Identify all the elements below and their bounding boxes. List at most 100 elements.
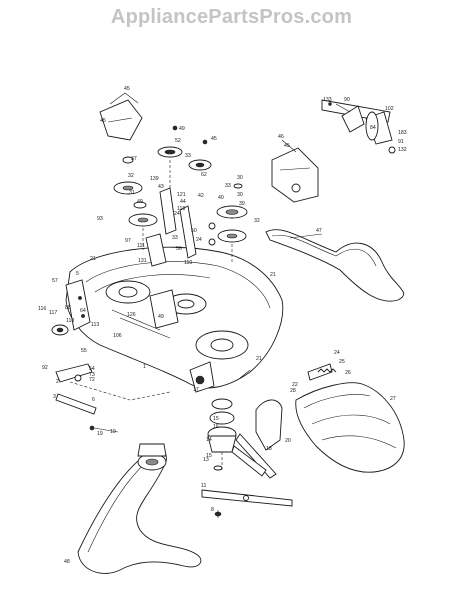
callout-52: 52 — [175, 138, 181, 144]
callout-62: 62 — [201, 172, 207, 178]
callout-91: 91 — [398, 139, 404, 145]
callout-19: 19 — [97, 431, 103, 437]
callout-18: 18 — [266, 446, 272, 452]
callout-46: 46 — [278, 134, 284, 140]
center-pulley-stack — [145, 125, 212, 267]
callout-15: 15 — [206, 453, 212, 459]
callout-32: 32 — [254, 218, 260, 224]
watermark: AppliancePartsPros.com — [110, 6, 353, 28]
callout-47: 47 — [316, 228, 322, 234]
callout-45: 45 — [284, 143, 290, 149]
callout-24: 24 — [196, 237, 202, 243]
callout-121: 121 — [177, 192, 186, 198]
blade-spindle-housing — [207, 398, 237, 472]
callout-54: 54 — [89, 366, 95, 372]
callout-24: 24 — [174, 211, 180, 217]
callout-116: 116 — [38, 306, 46, 312]
callout-13: 13 — [203, 457, 209, 463]
callout-45: 45 — [124, 86, 130, 92]
callout-113: 113 — [91, 322, 99, 328]
left-spindle-stack — [99, 99, 158, 250]
callout-45: 45 — [211, 136, 217, 142]
callout-43: 43 — [158, 184, 164, 190]
callout-20: 20 — [285, 438, 291, 444]
deck-side-bracket — [65, 279, 91, 331]
callout-126: 126 — [127, 312, 136, 318]
callout-31: 31 — [129, 190, 135, 196]
callout-24: 24 — [334, 350, 340, 356]
callout-183: 183 — [398, 130, 407, 136]
pump-belt-assembly — [77, 443, 202, 574]
callout-30: 30 — [237, 192, 243, 198]
callout-14: 14 — [206, 437, 212, 443]
chute-spring — [317, 368, 337, 373]
deck-drive-belt — [265, 229, 405, 302]
leader-lines — [109, 92, 351, 379]
callout-55: 55 — [81, 348, 87, 354]
callout-40: 40 — [218, 195, 224, 201]
callout-3: 3 — [53, 394, 56, 400]
callout-21: 21 — [256, 356, 262, 362]
callout-39: 39 — [239, 201, 245, 207]
callout-26: 26 — [345, 370, 351, 376]
callout-106: 106 — [113, 333, 122, 339]
callout-45: 45 — [100, 118, 106, 124]
callout-33: 33 — [185, 153, 191, 159]
callout-117: 117 — [49, 310, 57, 316]
callout-49: 49 — [137, 199, 143, 205]
callout-57: 57 — [52, 278, 58, 284]
callout-1: 1 — [143, 364, 146, 370]
callout-42: 42 — [198, 193, 204, 199]
callout-73: 73 — [89, 372, 95, 378]
callout-27: 27 — [390, 396, 396, 402]
mower-blade — [201, 489, 293, 518]
callout-90: 90 — [344, 97, 350, 103]
callout-118: 118 — [66, 318, 74, 324]
belt-cover-right — [271, 147, 319, 203]
callout-49: 49 — [179, 126, 185, 132]
callout-25: 25 — [339, 359, 345, 365]
callout-72: 72 — [89, 377, 95, 383]
callout-56: 56 — [176, 246, 182, 252]
callout-133: 133 — [323, 97, 332, 103]
callout-16: 16 — [213, 424, 219, 430]
callout-15: 15 — [213, 416, 219, 422]
callout-28: 28 — [290, 388, 296, 394]
callout-64: 64 — [80, 308, 86, 314]
callout-97: 97 — [125, 238, 131, 244]
mower-deck-housing — [65, 246, 284, 393]
callout-92: 92 — [42, 365, 48, 371]
callout-132: 132 — [398, 147, 407, 153]
callout-49: 49 — [158, 314, 164, 320]
callout-30: 30 — [237, 175, 243, 181]
callout-102: 102 — [385, 106, 394, 112]
callout-118: 118 — [177, 206, 185, 212]
callout-110: 110 — [184, 260, 192, 266]
callout-6: 6 — [92, 397, 95, 403]
callout-11: 11 — [201, 483, 206, 489]
callout-131: 131 — [138, 258, 147, 264]
callout-17: 17 — [193, 387, 199, 393]
callout-2: 2 — [56, 379, 59, 385]
deflector-parts — [231, 399, 283, 479]
callout-32: 32 — [128, 173, 134, 179]
callout-21: 21 — [270, 272, 276, 278]
callout-84: 84 — [370, 125, 376, 131]
callout-5: 5 — [76, 271, 79, 277]
callout-111: 111 — [137, 243, 145, 249]
callout-37: 37 — [131, 156, 137, 162]
idler-arm-assembly — [51, 324, 171, 433]
callout-21: 21 — [90, 256, 96, 262]
callout-19: 19 — [110, 429, 116, 435]
callout-48: 48 — [64, 559, 70, 565]
callout-33: 33 — [225, 183, 231, 189]
right-spindle-stack — [208, 183, 248, 262]
callout-88: 88 — [65, 305, 71, 311]
callout-50: 50 — [191, 228, 197, 234]
callout-93: 93 — [97, 216, 103, 222]
discharge-chute — [295, 363, 405, 473]
callout-22: 22 — [292, 382, 298, 388]
